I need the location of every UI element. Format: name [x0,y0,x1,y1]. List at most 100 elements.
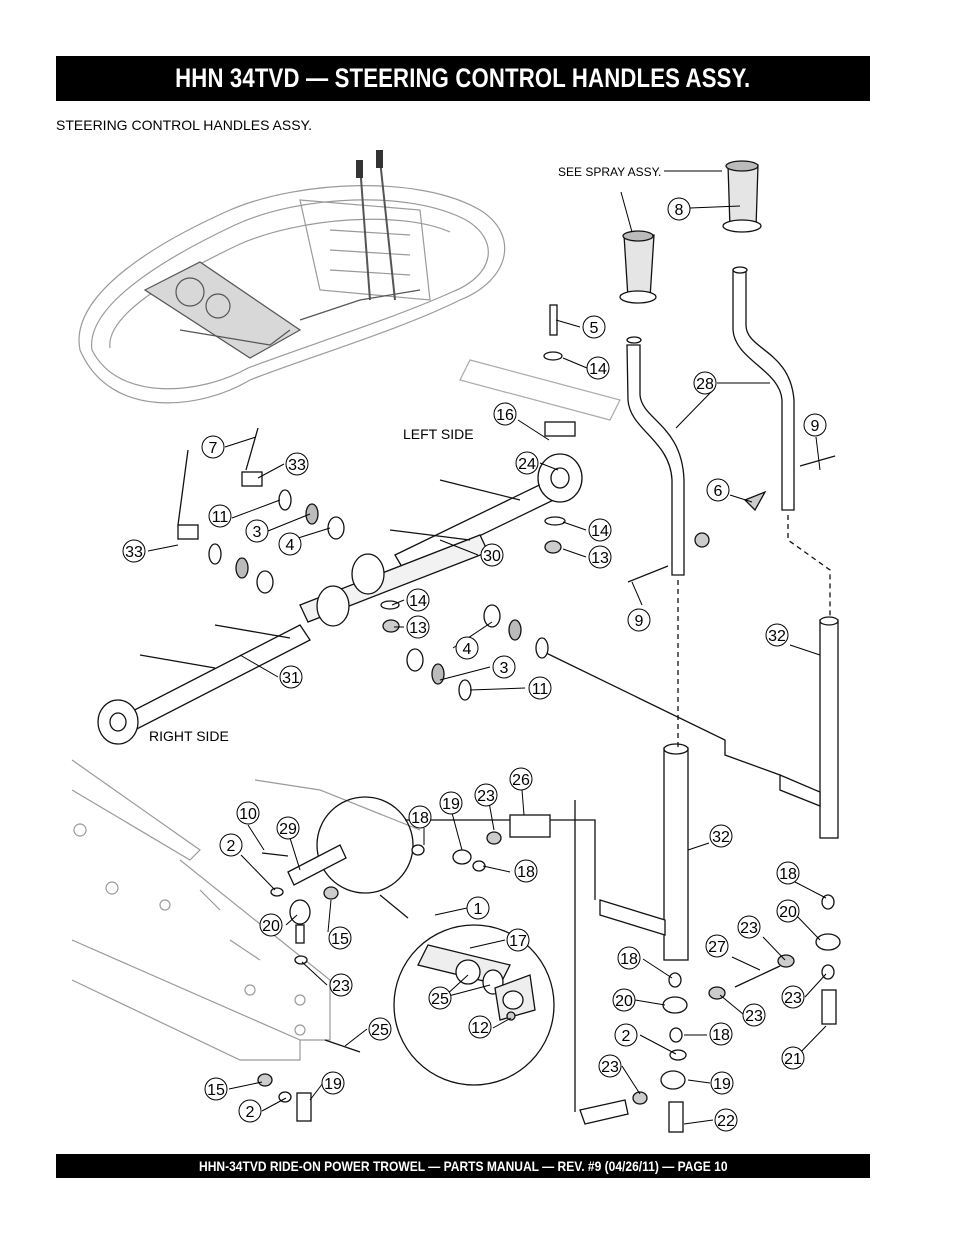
callout-label: 25 [431,991,449,1008]
callout-label: 2 [622,1028,631,1045]
callout-31: 31 [279,665,303,689]
callout-21: 21 [781,1046,805,1070]
right-side-label: RIGHT SIDE [149,728,229,744]
callout-label: 12 [471,1020,489,1037]
callout-label: 13 [591,550,609,567]
callout-label: 1 [474,901,483,918]
callout-label: 8 [675,202,684,219]
callout-20: 20 [776,899,800,923]
callout-label: 20 [262,918,280,935]
callout-11: 11 [528,676,552,700]
callout-label: 2 [227,838,236,855]
callout-4: 4 [455,636,479,660]
callout-label: 20 [615,993,633,1010]
callout-label: 22 [717,1113,735,1130]
callout-label: 3 [253,524,262,541]
callout-label: 4 [286,537,295,554]
callout-label: 23 [784,990,802,1007]
callout-label: 27 [708,939,726,956]
callout-label: 18 [779,866,797,883]
callout-label: 31 [282,670,300,687]
callout-label: 10 [239,806,257,823]
callout-label: 16 [496,407,514,424]
callout-19: 19 [710,1071,734,1095]
callout-label: 3 [500,660,509,677]
callout-3: 3 [492,655,516,679]
callout-label: 7 [209,440,218,457]
callout-label: 15 [331,931,349,948]
callout-18: 18 [617,946,641,970]
callout-18: 18 [709,1022,733,1046]
callout-32: 32 [765,623,789,647]
callout-5: 5 [582,315,606,339]
callout-2: 2 [614,1023,638,1047]
callout-18: 18 [408,805,432,829]
callout-label: 11 [532,681,549,698]
machine-overview [78,150,621,421]
callout-label: 23 [477,788,495,805]
callout-group: 8 5 14 28 16 9 24 6 14 13 9 7 33 11 3 4 … [122,197,827,1132]
callout-2: 2 [238,1099,262,1123]
callout-label: 25 [371,1022,389,1039]
callout-20: 20 [612,988,636,1012]
callout-label: 23 [332,978,350,995]
callout-label: 4 [463,641,472,658]
callout-label: 29 [279,821,297,838]
callout-13: 13 [406,615,430,639]
callout-33: 33 [122,539,146,563]
steering-shafts [97,304,836,745]
callout-28: 28 [693,371,717,395]
callout-label: 32 [768,628,786,645]
callout-6: 6 [706,478,730,502]
callout-12: 12 [468,1015,492,1039]
callout-20: 20 [259,913,283,937]
page-title: HHN 34TVD — STEERING CONTROL HANDLES ASS… [175,63,751,93]
callout-label: 23 [601,1059,619,1076]
callout-label: 18 [411,810,429,827]
callout-7: 7 [201,435,225,459]
callout-label: 19 [713,1076,731,1093]
callout-15: 15 [204,1077,228,1101]
callout-10: 10 [236,801,260,825]
callout-label: 14 [589,361,607,378]
callout-19: 19 [321,1071,345,1095]
callout-label: 24 [518,456,536,473]
callout-17: 17 [506,928,530,952]
callout-label: 19 [442,796,460,813]
callout-label: 32 [712,829,730,846]
callout-label: 11 [212,509,229,526]
callout-label: 18 [712,1027,730,1044]
callout-16: 16 [493,402,517,426]
diagram-subtitle: STEERING CONTROL HANDLES ASSY. [56,117,312,133]
callout-label: 33 [288,457,306,474]
callout-3: 3 [245,519,269,543]
callout-23: 23 [329,973,353,997]
callout-label: 2 [246,1104,255,1121]
callout-26: 26 [509,767,533,791]
callout-23: 23 [742,1003,766,1027]
callout-9: 9 [803,413,827,437]
callout-label: 19 [324,1076,342,1093]
callout-18: 18 [776,861,800,885]
callout-13: 13 [588,545,612,569]
linkage-hardware [257,796,841,1133]
callout-23: 23 [737,915,761,939]
callout-9: 9 [627,608,651,632]
callout-label: 14 [409,593,427,610]
footer-bar: HHN-34TVD RIDE-ON POWER TROWEL — PARTS M… [56,1154,870,1178]
callout-1: 1 [466,896,490,920]
callout-19: 19 [439,791,463,815]
rear-frame [71,759,421,1061]
callout-2: 2 [219,833,243,857]
callout-label: 18 [517,864,535,881]
callout-label: 13 [409,620,427,637]
callout-label: 23 [740,920,758,937]
callout-label: 26 [512,772,530,789]
callout-label: 6 [714,483,723,500]
callout-25: 25 [368,1017,392,1041]
see-spray-assy-label: SEE SPRAY ASSY. [558,165,661,179]
callout-label: 9 [811,418,820,435]
callout-22: 22 [714,1108,738,1132]
callout-29: 29 [276,816,300,840]
callout-14: 14 [586,356,610,380]
